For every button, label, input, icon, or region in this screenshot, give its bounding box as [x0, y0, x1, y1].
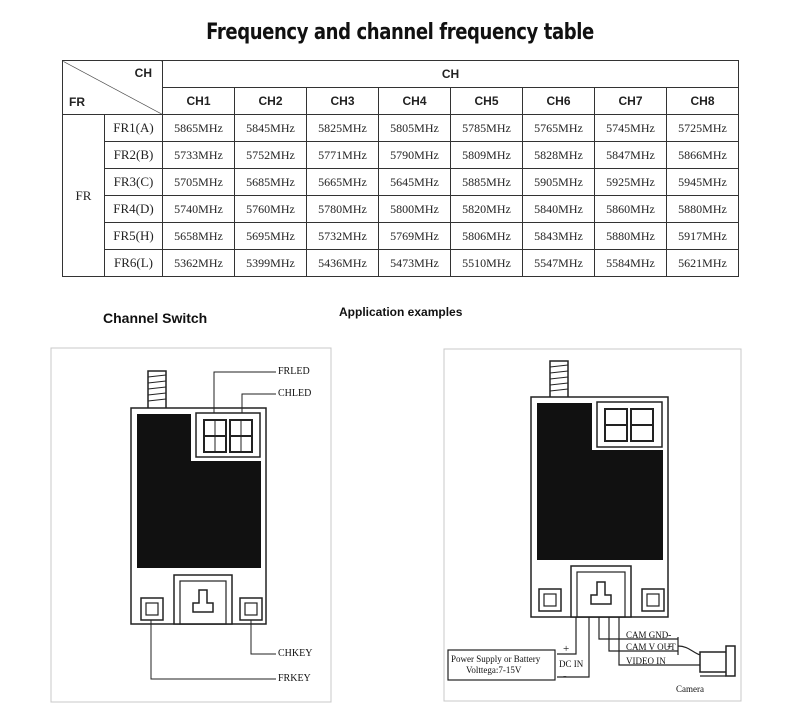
corner-cell: CH FR: [62, 60, 163, 115]
table-cell: 5847MHz: [594, 141, 667, 169]
table-cell: 5780MHz: [306, 195, 379, 223]
cam-gnd-minus-sign: -: [668, 630, 672, 641]
frled-label: FRLED: [278, 366, 310, 377]
corner-fr-label: FR: [69, 95, 85, 109]
table-cell: 5805MHz: [378, 114, 451, 142]
dc-plus-sign: +: [563, 643, 570, 655]
cam-v-out-plus-sign: +: [667, 642, 673, 653]
table-cell: 5945MHz: [666, 168, 739, 196]
table-cell: 5905MHz: [522, 168, 595, 196]
column-header: CH4: [378, 87, 451, 115]
table-cell: 5621MHz: [666, 249, 739, 277]
table-cell: 5705MHz: [162, 168, 235, 196]
column-header-row: CH1 CH2 CH3 CH4 CH5 CH6 CH7 CH8: [63, 87, 739, 115]
board-shield: [137, 414, 261, 568]
camera-label: Camera: [676, 684, 704, 694]
table-cell: 5584MHz: [594, 249, 667, 277]
board-shield: [537, 403, 663, 560]
table-cell: 5860MHz: [594, 195, 667, 223]
table-cell: 5732MHz: [306, 222, 379, 250]
table-cell: 5362MHz: [162, 249, 235, 277]
row-label: FR5(H): [104, 222, 163, 250]
column-header: CH5: [450, 87, 523, 115]
table-row: FR5(H) 5658MHz 5695MHz 5732MHz 5769MHz 5…: [63, 222, 739, 250]
table-cell: 5885MHz: [450, 168, 523, 196]
table-cell: 5473MHz: [378, 249, 451, 277]
dc-minus-wire: [557, 617, 590, 678]
table-row: FR4(D) 5740MHz 5760MHz 5780MHz 5800MHz 5…: [63, 195, 739, 223]
table-cell: 5806MHz: [450, 222, 523, 250]
cam-v-out-label: CAM V OUT: [626, 642, 676, 652]
column-header: CH8: [666, 87, 739, 115]
dc-in-label: DC IN: [559, 659, 584, 669]
table-cell: 5843MHz: [522, 222, 595, 250]
table-cell: 5825MHz: [306, 114, 379, 142]
video-in-wire: [618, 617, 700, 666]
table-cell: 5510MHz: [450, 249, 523, 277]
frkey-button-icon: [140, 597, 164, 621]
table-cell: 5880MHz: [666, 195, 739, 223]
row-label: FR4(D): [104, 195, 163, 223]
row-label: FR2(B): [104, 141, 163, 169]
camera-icon: [677, 645, 736, 677]
frkey-button-icon: [538, 588, 562, 612]
application-heading: Application examples: [339, 305, 463, 319]
video-in-label: VIDEO IN: [626, 656, 666, 666]
table-cell: 5665MHz: [306, 168, 379, 196]
voltage-label: Volttega:7-15V: [466, 665, 522, 675]
page-title: Frequency and channel frequency table: [206, 20, 594, 45]
table-cell: 5695MHz: [234, 222, 307, 250]
table-cell: 5865MHz: [162, 114, 235, 142]
frkey-leader-line: [150, 620, 276, 680]
table-cell: 5645MHz: [378, 168, 451, 196]
power-supply-box: [447, 649, 556, 681]
antenna-connector-icon: [147, 370, 167, 410]
table-row: FR6(L) 5362MHz 5399MHz 5436MHz 5473MHz 5…: [63, 249, 739, 277]
table-cell: 5769MHz: [378, 222, 451, 250]
power-connector-icon: [570, 565, 632, 618]
power-supply-label: Power Supply or Battery: [451, 654, 541, 664]
table-cell: 5917MHz: [666, 222, 739, 250]
cam-v-out-wire: [608, 617, 678, 652]
chkey-leader-line: [250, 620, 276, 655]
dc-plus-wire: [557, 617, 577, 655]
led-display-icon: [596, 401, 663, 448]
cam-gnd-wire: [598, 617, 678, 640]
column-header: CH1: [162, 87, 235, 115]
ch-group-header: CH: [162, 60, 739, 88]
table-cell: 5745MHz: [594, 114, 667, 142]
table-cell: 5760MHz: [234, 195, 307, 223]
row-label: FR6(L): [104, 249, 163, 277]
chled-label: CHLED: [278, 388, 312, 399]
table-cell: 5547MHz: [522, 249, 595, 277]
table-cell: 5436MHz: [306, 249, 379, 277]
table-row: FR2(B) 5733MHz 5752MHz 5771MHz 5790MHz 5…: [63, 141, 739, 169]
chled-leader-line: [241, 393, 276, 413]
corner-ch-label: CH: [134, 66, 152, 80]
table-cell: 5685MHz: [234, 168, 307, 196]
chkey-label: CHKEY: [278, 648, 313, 659]
left-diagram-frame: [50, 347, 332, 703]
table-cell: 5771MHz: [306, 141, 379, 169]
dc-minus-sign: -: [563, 670, 567, 682]
frled-leader-line: [213, 371, 276, 413]
channel-switch-heading: Channel Switch: [103, 310, 208, 326]
antenna-connector-icon: [549, 360, 569, 400]
power-connector-icon: [173, 574, 233, 625]
row-label: FR3(C): [104, 168, 163, 196]
cam-gnd-label: CAM GND: [626, 630, 669, 640]
frkey-label: FRKEY: [278, 673, 311, 684]
table-cell: 5765MHz: [522, 114, 595, 142]
led-display-icon: [195, 412, 261, 458]
table-cell: 5820MHz: [450, 195, 523, 223]
right-diagram-frame: [443, 348, 742, 702]
frequency-table: CH FR CH CH1 CH2 CH3 CH4 CH5 CH6 CH7 CH8…: [62, 60, 739, 277]
table-cell: 5399MHz: [234, 249, 307, 277]
chkey-button-icon: [641, 588, 665, 612]
column-header: CH7: [594, 87, 667, 115]
